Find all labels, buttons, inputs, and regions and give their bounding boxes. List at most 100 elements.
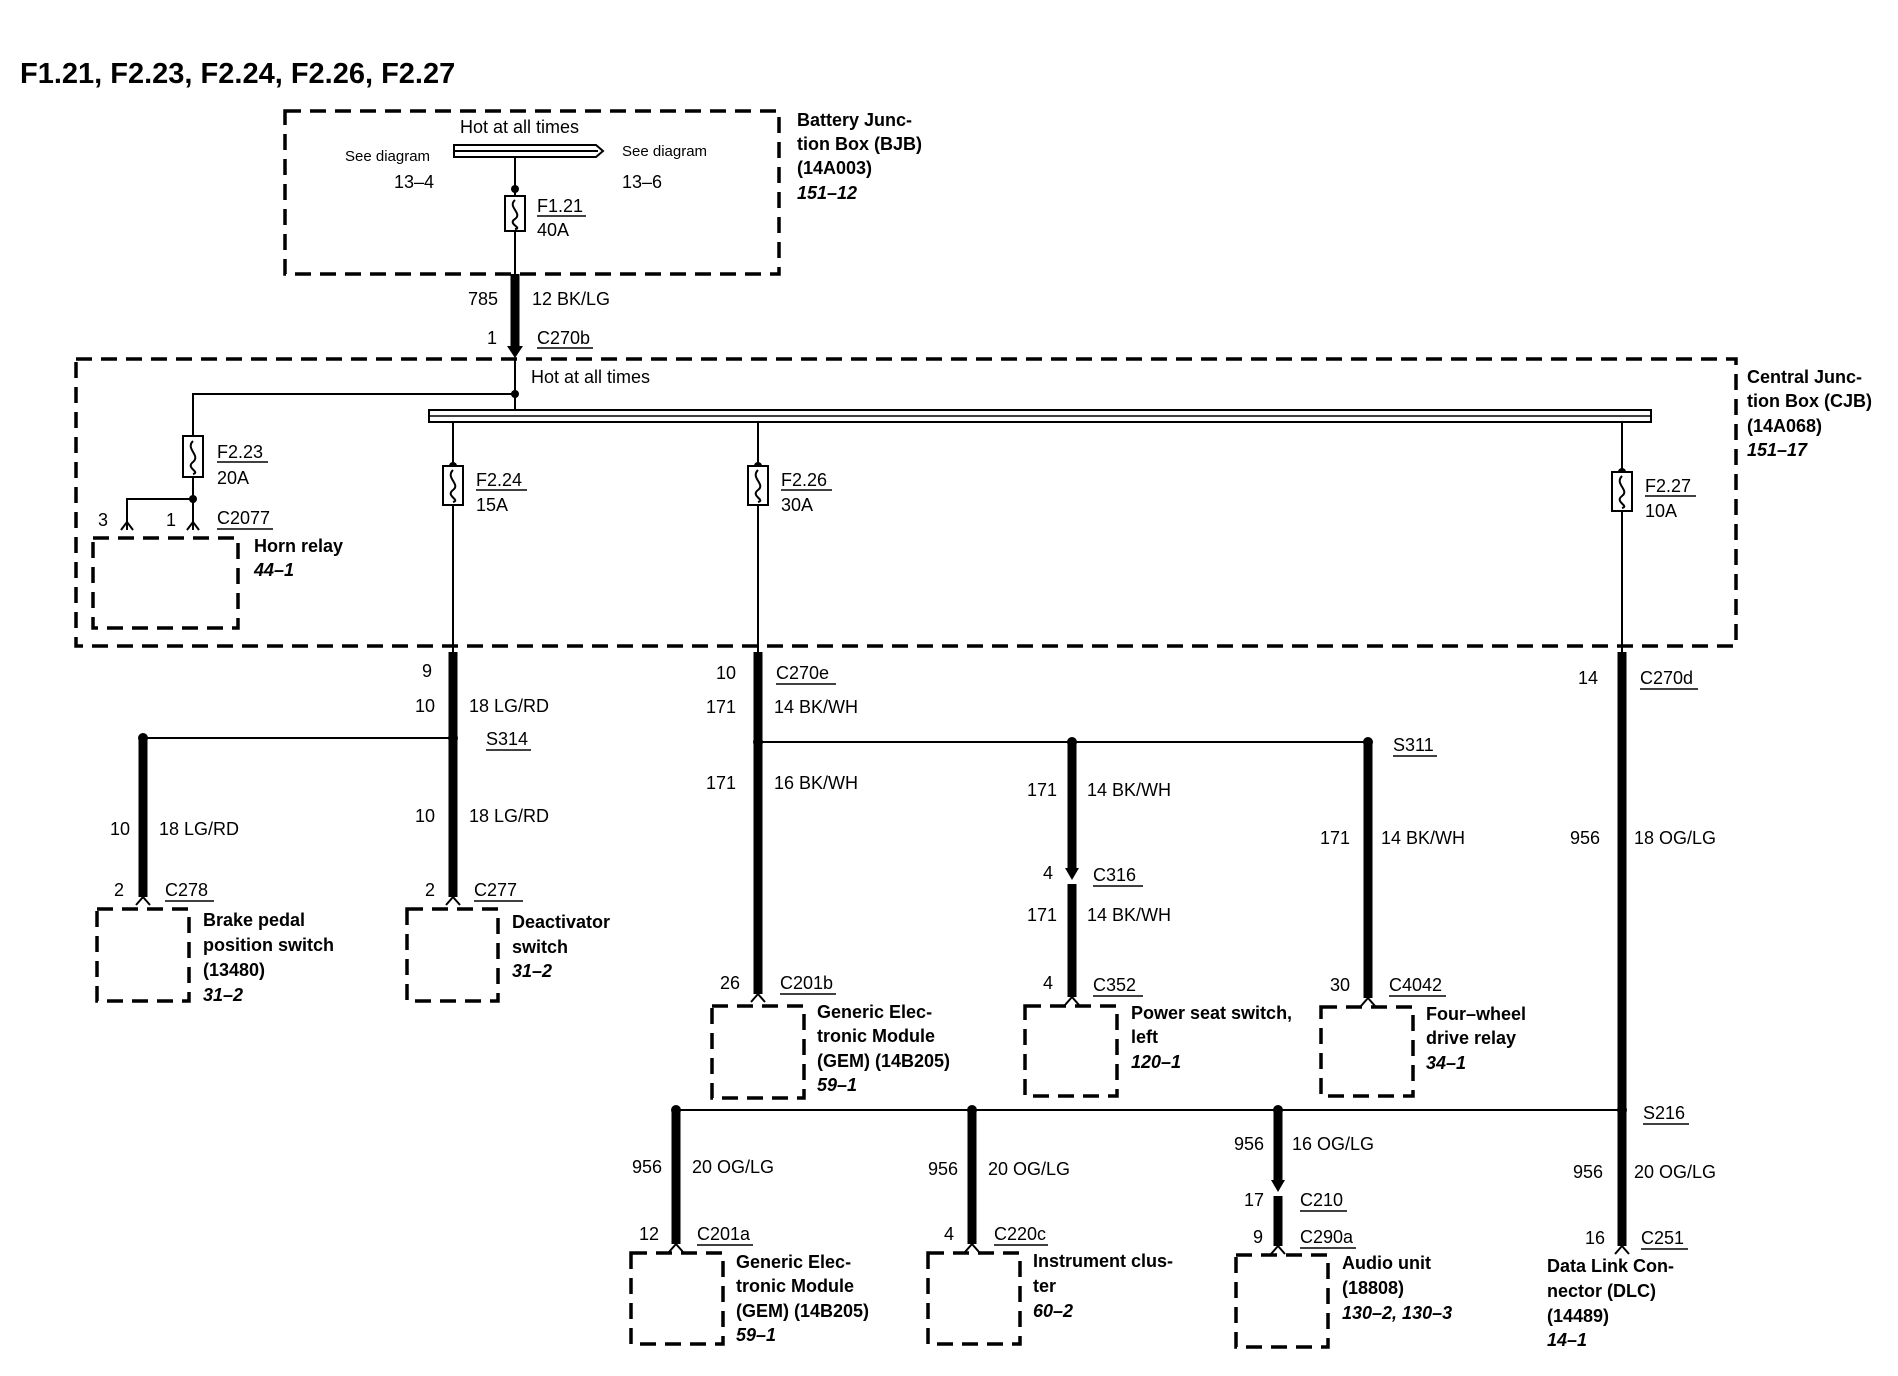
fuse-f223-rating: 20A bbox=[217, 468, 249, 488]
b226-connector-top: C270e bbox=[776, 663, 829, 683]
c352-pin: 4 bbox=[1043, 973, 1053, 993]
bjb-name-1: Battery Junc- bbox=[797, 110, 912, 130]
feed-wire: 785 12 BK/LG 1 C270b bbox=[468, 274, 610, 358]
bjb-bus-bar bbox=[453, 144, 605, 158]
b224-left-circuit: 10 bbox=[110, 819, 130, 839]
fwd-name-1: Four–wheel bbox=[1426, 1004, 1526, 1024]
horn-pin-a: 3 bbox=[98, 510, 108, 530]
c4042-pin: 30 bbox=[1330, 975, 1350, 995]
gem-b-name-2: tronic Module bbox=[817, 1026, 935, 1046]
power-seat-switch: Power seat switch, left 120–1 bbox=[1023, 1003, 1292, 1098]
bjb-see-left-num: 13–4 bbox=[394, 172, 434, 192]
b224-left-wire: 18 LG/RD bbox=[159, 819, 239, 839]
c210-pin: 17 bbox=[1244, 1190, 1264, 1210]
deact-name-1: Deactivator bbox=[512, 912, 610, 932]
fuse-f227-rating: 10A bbox=[1645, 501, 1677, 521]
dlc-name-1: Data Link Con- bbox=[1547, 1256, 1674, 1276]
dlc-circuit: 956 bbox=[1573, 1162, 1603, 1182]
fuse-f226-id: F2.26 bbox=[781, 470, 827, 490]
cjb-hot-label: Hot at all times bbox=[531, 367, 650, 387]
b224-circuit: 10 bbox=[415, 696, 435, 716]
gem-b-name-1: Generic Elec- bbox=[817, 1002, 932, 1022]
bjb-name-2: tion Box (BJB) bbox=[797, 134, 922, 154]
deactivator-switch: Deactivator switch 31–2 bbox=[405, 907, 610, 1003]
dlc-wire: 20 OG/LG bbox=[1634, 1162, 1716, 1182]
b227-pin-top: 14 bbox=[1578, 668, 1598, 688]
dlc-name-3: (14489) bbox=[1547, 1306, 1609, 1326]
gem-a-name-2: tronic Module bbox=[736, 1276, 854, 1296]
audio-ref: 130–2, 130–3 bbox=[1342, 1303, 1452, 1323]
gem-a-ref: 59–1 bbox=[736, 1325, 776, 1345]
b224-wire: 18 LG/RD bbox=[469, 696, 549, 716]
deact-ref: 31–2 bbox=[512, 961, 552, 981]
seat-wire-2: 14 BK/WH bbox=[1087, 905, 1171, 925]
b226-wire: 14 BK/WH bbox=[774, 697, 858, 717]
fwd-wire: 14 BK/WH bbox=[1381, 828, 1465, 848]
b224-pin-top: 9 bbox=[422, 661, 432, 681]
fwd-name-2: drive relay bbox=[1426, 1028, 1516, 1048]
branch-f226: 10 C270e 171 14 BK/WH 171 16 BK/WH 26 C2… bbox=[706, 652, 1465, 1007]
cluster-circuit: 956 bbox=[928, 1159, 958, 1179]
feed-circuit: 785 bbox=[468, 289, 498, 309]
cluster-name-2: ter bbox=[1033, 1276, 1056, 1296]
horn-relay-box bbox=[91, 536, 240, 630]
b227-circuit: 956 bbox=[1570, 828, 1600, 848]
branch-f224: 9 10 18 LG/RD S314 10 18 LG/RD 10 18 LG/… bbox=[110, 652, 549, 906]
c251-pin: 16 bbox=[1585, 1228, 1605, 1248]
dlc-name-2: nector (DLC) bbox=[1547, 1281, 1656, 1301]
gem-b-circuit: 171 bbox=[706, 773, 736, 793]
cjb-ref: 151–17 bbox=[1747, 440, 1808, 460]
cjb-name-2: tion Box (CJB) bbox=[1747, 391, 1872, 411]
c316-connector: C316 bbox=[1093, 865, 1136, 885]
c316-pin: 4 bbox=[1043, 863, 1053, 883]
splice-s216: S216 bbox=[1643, 1103, 1685, 1123]
b226-circuit: 171 bbox=[706, 697, 736, 717]
cluster-wire: 20 OG/LG bbox=[988, 1159, 1070, 1179]
fuse-f226-rating: 30A bbox=[781, 495, 813, 515]
bjb-outline bbox=[283, 109, 781, 276]
b226-pin-top: 10 bbox=[716, 663, 736, 683]
audio-wire: 16 OG/LG bbox=[1292, 1134, 1374, 1154]
horn-relay: 3 1 C2077 Horn relay 44–1 bbox=[91, 508, 343, 630]
c201b-connector: C201b bbox=[780, 973, 833, 993]
gem-a-name-3: (GEM) (14B205) bbox=[736, 1301, 869, 1321]
c278-pin: 2 bbox=[114, 880, 124, 900]
fuse-icon bbox=[182, 435, 204, 478]
horn-connector: C2077 bbox=[217, 508, 270, 528]
feed-pin: 1 bbox=[487, 328, 497, 348]
brake-name-3: (13480) bbox=[203, 960, 265, 980]
cjb-name-3: (14A068) bbox=[1747, 416, 1822, 436]
c210-connector: C210 bbox=[1300, 1190, 1343, 1210]
c201a-connector: C201a bbox=[697, 1224, 751, 1244]
four-wheel-drive-relay: Four–wheel drive relay 34–1 bbox=[1319, 1004, 1526, 1098]
deact-name-2: switch bbox=[512, 937, 568, 957]
cjb-name-1: Central Junc- bbox=[1747, 367, 1862, 387]
c352-connector: C352 bbox=[1093, 975, 1136, 995]
c290a-pin: 9 bbox=[1253, 1227, 1263, 1247]
b227-wire: 18 OG/LG bbox=[1634, 828, 1716, 848]
gem-a-circuit: 956 bbox=[632, 1157, 662, 1177]
brake-ref: 31–2 bbox=[203, 985, 243, 1005]
c220c-pin: 4 bbox=[944, 1224, 954, 1244]
fuse-icon bbox=[1611, 471, 1633, 512]
b224-right-circuit: 10 bbox=[415, 806, 435, 826]
c220c-connector: C220c bbox=[994, 1224, 1046, 1244]
audio-name-2: (18808) bbox=[1342, 1278, 1404, 1298]
fuse-f224-rating: 15A bbox=[476, 495, 508, 515]
bjb-see-right-num: 13–6 bbox=[622, 172, 662, 192]
gem-b-wire: 16 BK/WH bbox=[774, 773, 858, 793]
seat-name-2: left bbox=[1131, 1027, 1158, 1047]
splice-s311: S311 bbox=[1393, 735, 1434, 755]
fuse-icon bbox=[504, 195, 526, 232]
horn-pin-b: 1 bbox=[166, 510, 176, 530]
cluster-name-1: Instrument clus- bbox=[1033, 1251, 1173, 1271]
feed-wire-label: 12 BK/LG bbox=[532, 289, 610, 309]
splice-s314: S314 bbox=[486, 729, 528, 749]
c278-connector: C278 bbox=[165, 880, 208, 900]
audio-circuit: 956 bbox=[1234, 1134, 1264, 1154]
dlc-ref: 14–1 bbox=[1547, 1330, 1587, 1350]
c277-connector: C277 bbox=[474, 880, 517, 900]
gem-a-name-1: Generic Elec- bbox=[736, 1252, 851, 1272]
seat-circuit-2: 171 bbox=[1027, 905, 1057, 925]
